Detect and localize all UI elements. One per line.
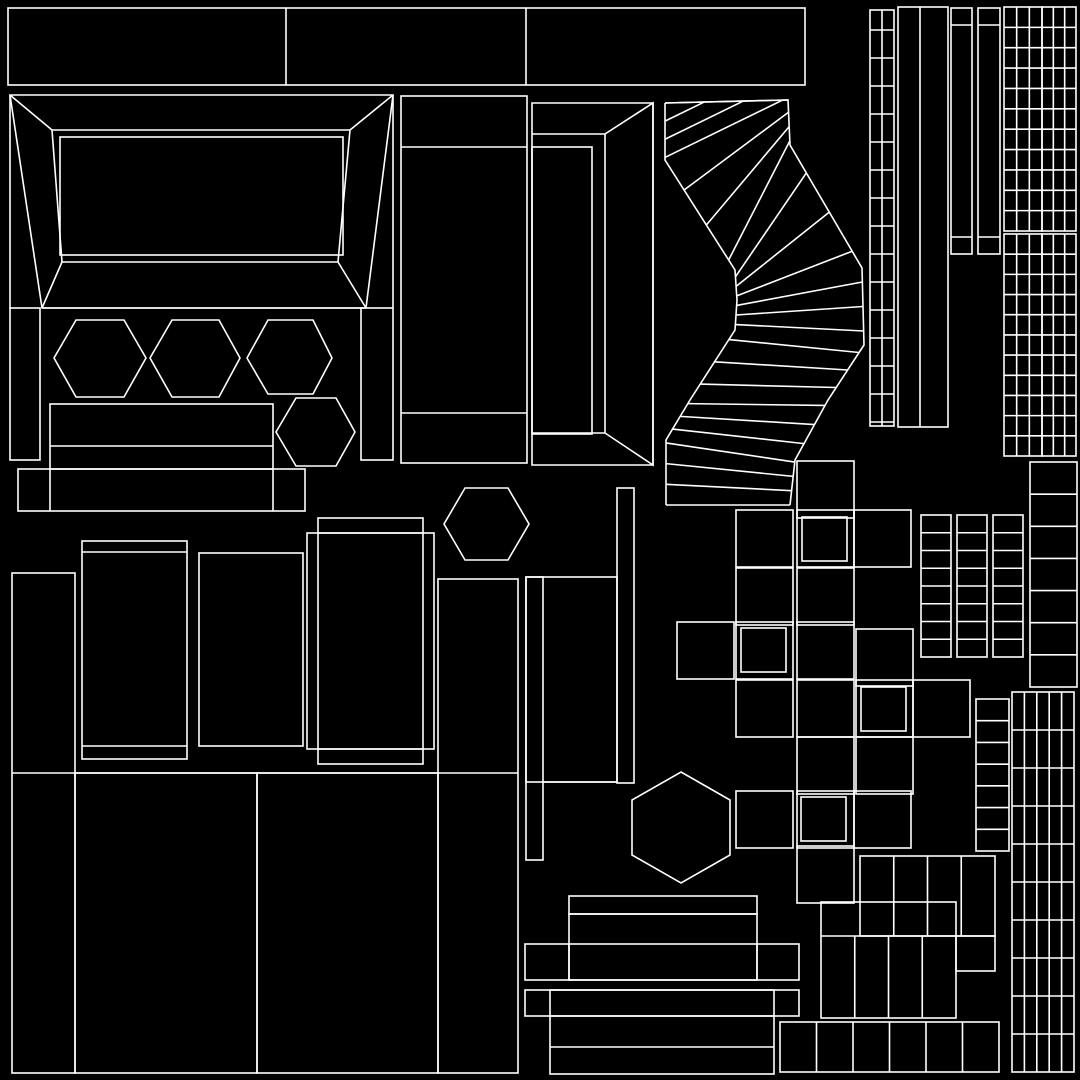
center-hexagon-shell [443, 487, 530, 561]
cross-pattern-tiles-shell [676, 460, 971, 904]
bottom-hexagon-shell [631, 771, 731, 884]
spiral-stair-shell [664, 99, 865, 506]
grid-strips-shell [1003, 6, 1078, 688]
step-blocks-shell [524, 895, 800, 1075]
bottom-right-grid-shell [779, 691, 1075, 1073]
top-plank-shell [7, 7, 806, 86]
thin-post-shell [525, 487, 635, 861]
hexagon-tiles-shell [53, 319, 356, 467]
tall-strips-shell [869, 6, 1001, 428]
sofa-side-panel-shell [400, 95, 654, 467]
large-floor-panel-shell [11, 572, 519, 1074]
sofa-top-panel-shell [9, 94, 394, 512]
small-grids-shell [920, 514, 1024, 852]
cushion-blocks-shell [81, 517, 435, 765]
